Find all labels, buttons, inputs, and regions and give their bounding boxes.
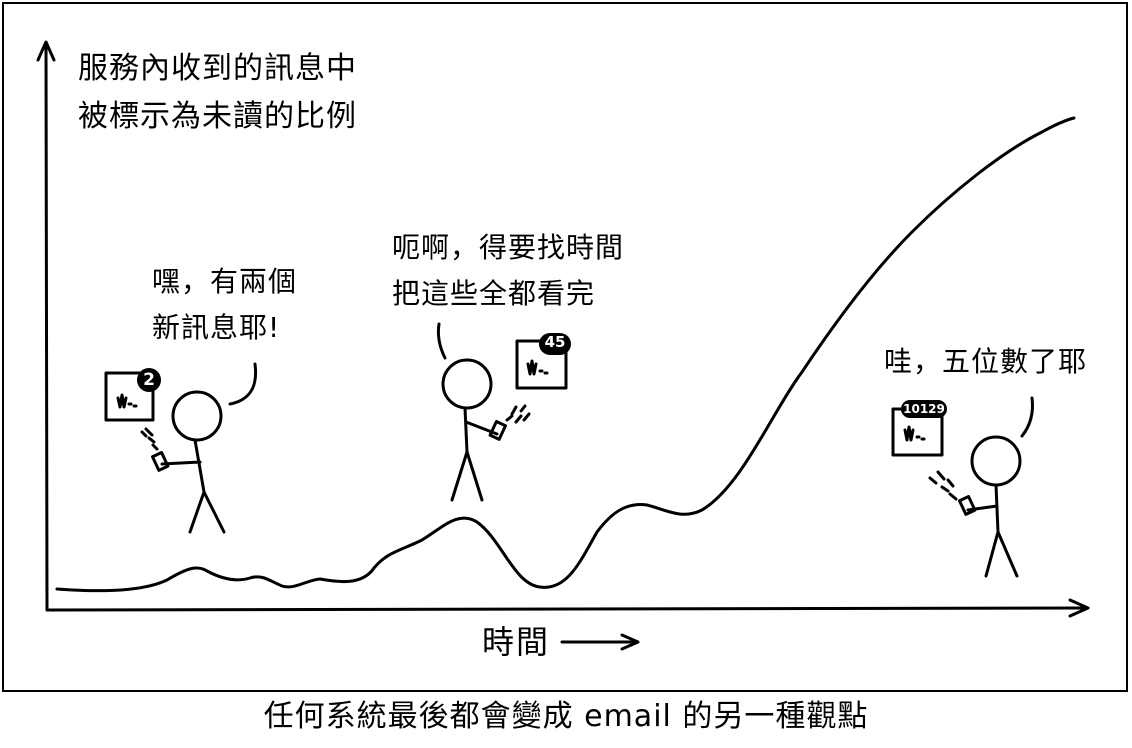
stick-figure-3 (958, 435, 1022, 578)
badge-2 (539, 333, 571, 355)
y-axis-arrow-icon (36, 40, 56, 62)
x-axis (45, 606, 1088, 612)
badge-1 (137, 368, 161, 392)
y-axis (44, 42, 49, 612)
speech-1-line-2: 新訊息耶! (152, 311, 281, 344)
notification-badges (137, 333, 947, 418)
speech-1-line-1: 嘿，有兩個 (152, 265, 298, 298)
y-axis-label-line-1: 服務內收到的訊息中 (78, 51, 357, 86)
speech-pointer-3 (1020, 396, 1034, 438)
stick-figure-2 (441, 358, 507, 502)
comic-caption: 任何系統最後都會變成 email 的另一種觀點 (263, 699, 869, 734)
phone-icon (151, 451, 170, 472)
stick-figure-icon (970, 435, 1022, 487)
x-axis-label: 時間 (482, 623, 551, 661)
badge-count-1: 2 (143, 370, 155, 390)
phone-icon (488, 420, 507, 441)
speech-pointer-2 (436, 322, 447, 360)
notification-box-icon (104, 371, 155, 422)
speech-2-line-2: 把這些全都看完 (392, 277, 596, 310)
speech-pointer-1 (228, 362, 258, 406)
stick-figure-icon (171, 390, 223, 442)
comic-panel: 服務內收到的訊息中 被標示為未讀的比例 嘿，有兩個 新訊息耶! 呃啊，得要找時間… (2, 2, 1128, 692)
stick-figure-icon (441, 358, 493, 410)
speech-3-line-1: 哇，五位數了耶 (884, 345, 1088, 378)
x-axis-arrow-icon (1068, 598, 1090, 618)
comic-drawing (36, 40, 1090, 651)
speech-2-line-1: 呃啊，得要找時間 (392, 231, 625, 264)
badge-3 (901, 400, 947, 418)
unread-curve (55, 116, 1076, 593)
phone-icon (958, 495, 977, 516)
badge-count-2: 45 (544, 333, 566, 351)
badge-count-3: 10129 (903, 402, 945, 416)
stick-figure-1 (151, 390, 226, 534)
y-axis-label-line-2: 被標示為未讀的比例 (78, 99, 357, 134)
